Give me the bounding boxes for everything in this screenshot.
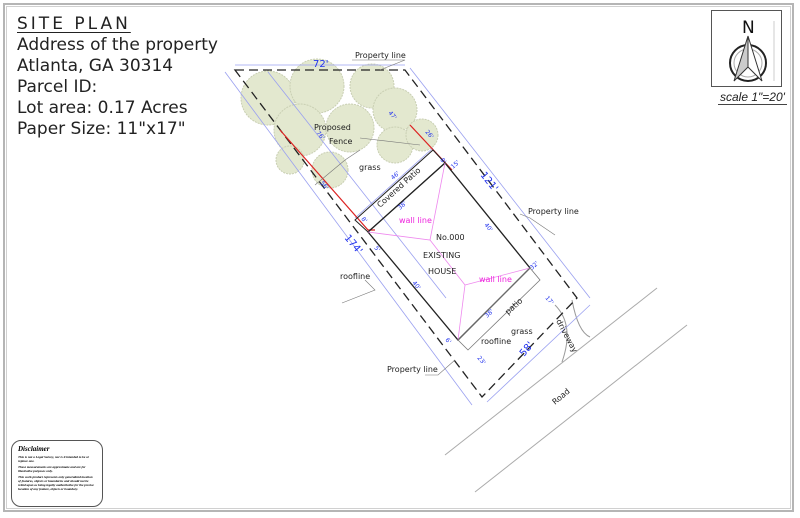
property-line-label: Property line [355,51,406,60]
wall-line-label: wall line [399,216,432,225]
dim-fence-right: 26' [423,129,435,141]
property-line-label: Property line [528,207,579,216]
dim-house-right: 40' [482,222,494,234]
road-label: Road [551,387,572,407]
house-label: HOUSE [428,267,456,276]
page-border [3,3,794,512]
property-line [233,69,578,399]
dim-patio-side: 8' [438,157,447,166]
disclaimer-text: This is not a Legal Survey, nor is it in… [18,455,90,463]
dim-fence-left-outer: 76' [314,130,326,142]
driveway-label: driveway [554,318,579,355]
trees [240,58,439,189]
dim-left: 174' [342,233,364,257]
dim-setback-right-bottom: 17' [543,295,555,307]
north-letter: N [742,18,755,38]
dim-top: 72' [313,59,328,70]
grass-label: grass [511,327,533,336]
title-block: SITE PLAN Address of the property Atlant… [17,14,218,140]
driveway-edge [571,299,591,338]
dim-front-yard: 23' [475,355,487,367]
road-edge [474,324,688,493]
paper-size: Paper Size: 11"x17" [17,119,186,139]
disclaimer-text: This work product represents only genera… [18,475,94,491]
patio-outline [457,267,541,351]
north-arrow-icon: N [729,18,775,82]
disclaimer-heading: Disclaimer [18,445,50,453]
address-line: Address of the property [17,35,218,55]
dim-patio-width: 38' [397,200,409,212]
proposed-fence-label: Fence [329,137,353,146]
dim-setback-front: 6' [443,337,452,346]
leader-lines [314,59,556,376]
scale-label: scale 1"=20' [718,90,787,105]
parcel-id: Parcel ID: [17,77,98,97]
page-title: SITE PLAN [17,14,131,34]
proposed-fence-label: Proposed [314,123,351,132]
property-line-label: Property line [387,365,438,374]
fence-left [279,129,375,231]
driveway-edge [554,304,568,363]
patio-label: patio [503,296,524,316]
north-arrow-box: N [711,10,782,87]
lot-area: Lot area: 0.17 Acres [17,98,188,118]
roof-ridge [464,267,531,286]
disclaimer-box: Disclaimer This is not a Legal Survey, n… [11,440,103,507]
page-border-inner [6,6,791,509]
dim-fence-left: 56' [318,180,330,192]
dim-house-left: 40' [410,280,422,292]
dim-house-front: 38' [484,308,496,320]
dim-right: 121' [478,170,500,194]
dim-patio-depth: 46' [390,170,402,182]
road-edge [444,287,658,456]
city-line: Atlanta, GA 30314 [17,56,174,76]
wall-line-label: wall line [479,275,512,284]
house-number: No.000 [436,233,465,242]
roofline-label: roofline [481,337,511,346]
dim-setback-left: 5' [372,245,381,254]
dim-setback-right-top: 15' [450,159,462,171]
dim-house-rear-right: 32' [529,260,541,272]
house-label: EXISTING [423,251,460,260]
dim-fence-right-outer: 47' [386,110,398,122]
disclaimer-text: These measurements are approximate and a… [18,465,86,473]
grass-label: grass [359,163,381,172]
dim-patio-side: 8' [359,216,368,225]
dimension-lines [224,64,591,406]
roofline-label: roofline [340,272,370,281]
